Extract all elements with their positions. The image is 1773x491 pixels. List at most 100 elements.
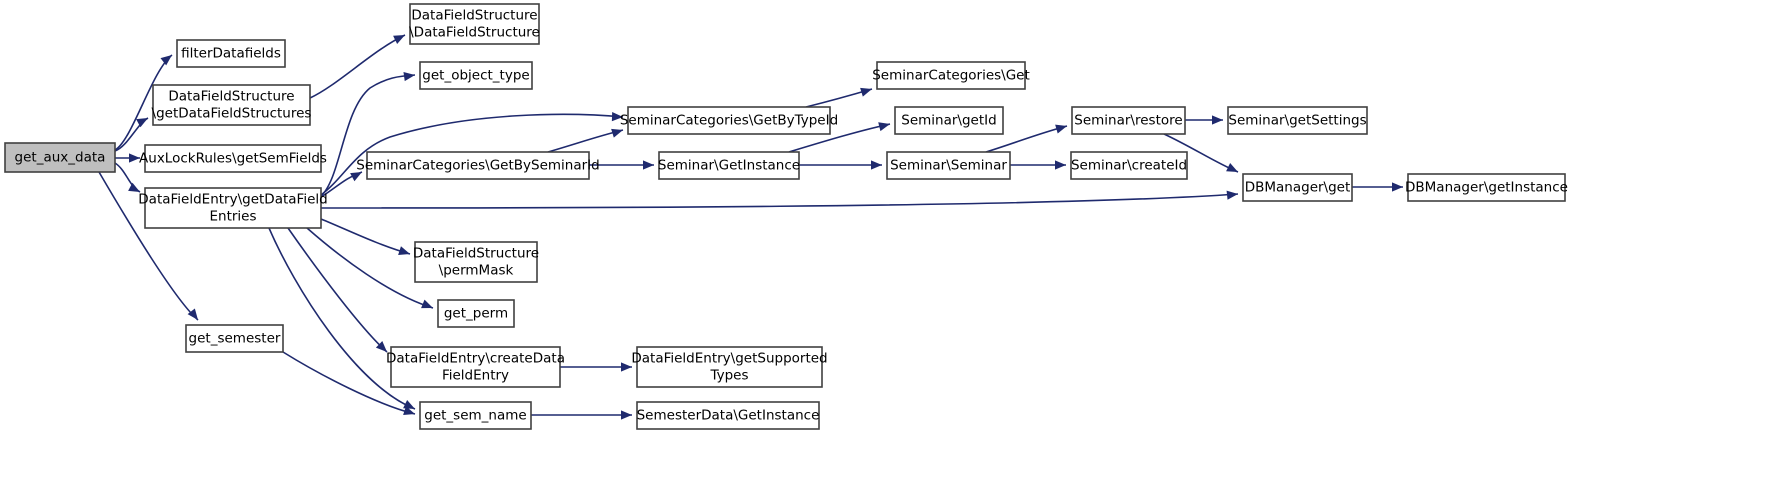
node-label-SeminarSeminar: Seminar\Seminar [890,158,1007,174]
node-GetBySeminarId[interactable]: SeminarCategories\GetBySeminarId [356,151,600,180]
node-permMask[interactable]: DataFieldStructure\permMask [413,241,539,283]
arrowhead-get_aux_data->getDataFieldStructures [136,118,148,128]
node-getId[interactable]: Seminar\getId [894,106,1004,135]
arrowhead-get_sem_name->SemesterDataGetInstance [621,410,632,420]
node-getSemFields[interactable]: AuxLockRules\getSemFields [139,144,327,173]
node-label-DataFieldStructure: DataFieldStructure\DataFieldStructure [409,8,540,41]
arrowhead-getDataFieldEntries->GetBySeminarId [350,172,362,182]
node-box-GetBySeminarId[interactable] [366,151,590,180]
node-DBManagerGetInstance[interactable]: DBManager\getInstance [1405,173,1568,202]
node-box-SeminarCategoriesGet[interactable] [876,61,1026,90]
node-SemesterDataGetInstance[interactable]: SemesterData\GetInstance [636,401,820,430]
arrowhead-getDataFieldEntries->get_perm [421,299,433,309]
node-box-get_semester[interactable] [185,324,284,353]
edge-getDataFieldStructures-to-DataFieldStructure [309,34,406,99]
node-box-GetByTypeId[interactable] [627,106,831,135]
arrowhead-GetBySeminarId->GetByTypeId [611,128,623,138]
node-box-SemesterDataGetInstance[interactable] [636,401,820,430]
node-box-GetInstance[interactable] [658,151,800,180]
node-DataFieldStructure[interactable]: DataFieldStructure\DataFieldStructure [409,3,540,45]
node-GetByTypeId[interactable]: SeminarCategories\GetByTypeId [620,106,838,135]
node-GetInstance[interactable]: Seminar\GetInstance [658,151,800,180]
node-label-getDataFieldStructures: DataFieldStructure\getDataFieldStructure… [152,89,312,122]
node-box-getDataFieldEntries[interactable] [144,187,322,229]
node-createId[interactable]: Seminar\createId [1070,151,1188,180]
node-box-getSemFields[interactable] [144,144,322,173]
node-box-DBManagerGet[interactable] [1242,173,1353,202]
node-box-get_aux_data[interactable] [4,142,116,173]
node-box-DBManagerGetInstance[interactable] [1407,173,1566,202]
node-box-SeminarSeminar[interactable] [886,151,1011,180]
arrowhead-GetInstance->getId [878,122,890,132]
node-box-getId[interactable] [894,106,1004,135]
arrowhead-get_semester->get_sem_name [403,406,415,415]
node-get_aux_data[interactable]: get_aux_data [4,142,116,173]
edges-layer [98,34,1403,420]
node-label-DBManagerGet: DBManager\get [1245,180,1351,196]
node-getSettings[interactable]: Seminar\getSettings [1227,106,1368,135]
node-label-get_object_type: get_object_type [422,68,529,84]
arrowhead-GetInstance->SeminarSeminar [871,160,882,170]
node-box-get_sem_name[interactable] [419,401,532,430]
node-label-DBManagerGetInstance: DBManager\getInstance [1405,180,1568,196]
node-label-restore: Seminar\restore [1074,113,1182,129]
arrowhead-getDataFieldEntries->GetByTypeId [611,112,623,122]
node-box-DataFieldStructure[interactable] [409,3,540,45]
node-SeminarSeminar[interactable]: Seminar\Seminar [886,151,1011,180]
node-label-get_semester: get_semester [189,331,281,347]
edge-get_semester-to-get_sem_name [282,351,416,415]
node-box-get_perm[interactable] [437,299,515,328]
edge-getDataFieldEntries-to-get_sem_name [268,227,416,410]
arrowhead-SeminarSeminar->createId [1055,160,1066,170]
node-get_semester[interactable]: get_semester [185,324,284,353]
node-box-permMask[interactable] [414,241,538,283]
node-box-getSupportedTypes[interactable] [636,346,823,388]
node-get_sem_name[interactable]: get_sem_name [419,401,532,430]
node-restore[interactable]: Seminar\restore [1071,106,1186,135]
node-get_perm[interactable]: get_perm [437,299,515,328]
arrowhead-getDataFieldStructures->DataFieldStructure [393,35,405,44]
arrowhead-getDataFieldEntries->DBManagerGet [1226,190,1238,200]
node-label-get_aux_data: get_aux_data [15,150,106,166]
edge-getDataFieldEntries-to-DBManagerGet [320,193,1239,209]
node-box-createDataFieldEntry[interactable] [390,346,561,388]
edge-get_aux_data-to-get_semester [98,171,199,321]
arrowhead-get_aux_data->get_semester [187,308,198,320]
node-DBManagerGet[interactable]: DBManager\get [1242,173,1353,202]
node-box-get_object_type[interactable] [419,61,533,90]
node-box-restore[interactable] [1071,106,1186,135]
arrowhead-getDataFieldEntries->permMask [398,246,410,255]
node-box-getDataFieldStructures[interactable] [152,84,311,126]
node-getDataFieldStructures[interactable]: DataFieldStructure\getDataFieldStructure… [152,84,312,126]
node-label-get_sem_name: get_sem_name [424,408,526,424]
edge-getDataFieldEntries-to-get_perm [306,227,434,309]
arrowhead-GetByTypeId->SeminarCategoriesGet [860,87,872,97]
arrowhead-get_aux_data->getDataFieldEntries [128,182,140,192]
arrowhead-SeminarSeminar->restore [1055,124,1067,134]
arrowhead-restore->DBManagerGet [1226,163,1238,172]
node-filterDatafields[interactable]: filterDatafields [176,39,286,68]
edge-getDataFieldEntries-to-createDataFieldEntry [287,227,388,353]
nodes-layer: get_aux_datafilterDatafieldsDataFieldStr… [4,3,1568,430]
arrowhead-getDataFieldEntries->get_object_type [403,71,415,82]
node-label-GetBySeminarId: SeminarCategories\GetBySeminarId [356,158,600,174]
node-label-permMask: DataFieldStructure\permMask [413,246,539,279]
arrowhead-getDataFieldEntries->createDataFieldEntry [375,341,387,352]
node-label-getId: Seminar\getId [901,113,996,129]
node-SeminarCategoriesGet[interactable]: SeminarCategories\Get [872,61,1030,90]
node-box-filterDatafields[interactable] [176,39,286,68]
edge-GetBySeminarId-to-GetByTypeId [547,129,624,153]
node-get_object_type[interactable]: get_object_type [419,61,533,90]
arrowhead-GetBySeminarId->GetInstance [643,160,654,170]
node-box-getSettings[interactable] [1227,106,1368,135]
node-box-createId[interactable] [1070,151,1188,180]
arrowhead-DBManagerGet->DBManagerGetInstance [1392,182,1403,192]
